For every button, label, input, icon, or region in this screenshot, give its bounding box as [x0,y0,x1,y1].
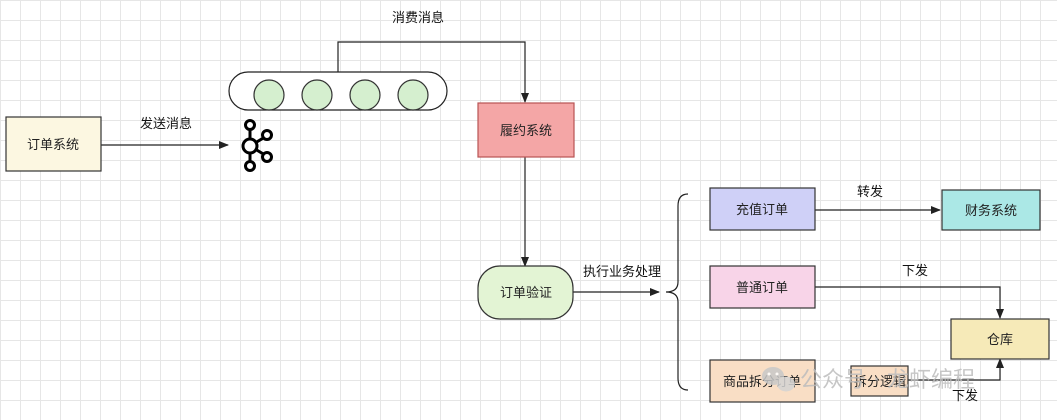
node-label-fulfillment-system: 履约系统 [500,124,552,139]
node-label-order-validation: 订单验证 [500,285,552,301]
node-warehouse[interactable]: 仓库 [950,318,1050,360]
queue-slots [253,79,429,111]
node-order-system[interactable]: 订单系统 [5,116,102,172]
edge-consume-message [337,41,529,103]
queue-slot [397,79,429,111]
node-label-normal-order: 普通订单 [736,281,788,296]
message-queue [228,71,448,111]
watermark: 公众号 · 龙虾编程 [762,367,975,393]
edge-label-send-message: 发送消息 [140,116,192,132]
node-order-validation[interactable]: 订单验证 [477,265,574,320]
node-label-warehouse: 仓库 [987,332,1013,348]
edge-label-dispatch-normal: 下发 [902,263,928,279]
node-label-finance-system: 财务系统 [965,203,1017,219]
kafka-icon [241,119,273,172]
queue-slot [301,79,333,111]
node-label-order-system: 订单系统 [27,138,79,153]
queue-slot [253,79,285,111]
node-split-logic[interactable]: 拆分逻辑 [850,365,909,397]
node-finance-system[interactable]: 财务系统 [941,189,1041,231]
edge-dispatch-normal [815,286,1004,319]
node-fulfillment-system[interactable]: 履约系统 [477,102,575,158]
edge-label-dispatch-split: 下发 [952,388,978,404]
branch-brace [665,193,689,391]
wechat-icon [762,367,795,392]
node-label-recharge-order: 充值订单 [736,202,788,218]
edge-label-consume-message: 消费消息 [392,10,444,26]
edge-label-execute-business: 执行业务处理 [583,264,661,280]
node-recharge-order[interactable]: 充值订单 [709,187,816,231]
node-normal-order[interactable]: 普通订单 [709,265,816,309]
queue-slot [349,79,381,111]
watermark-text: 公众号 · 龙虾编程 [800,368,975,393]
node-label-split-logic: 拆分逻辑 [854,375,906,390]
edge-label-forward: 转发 [857,184,883,200]
edge-dispatch-split [908,358,1004,381]
